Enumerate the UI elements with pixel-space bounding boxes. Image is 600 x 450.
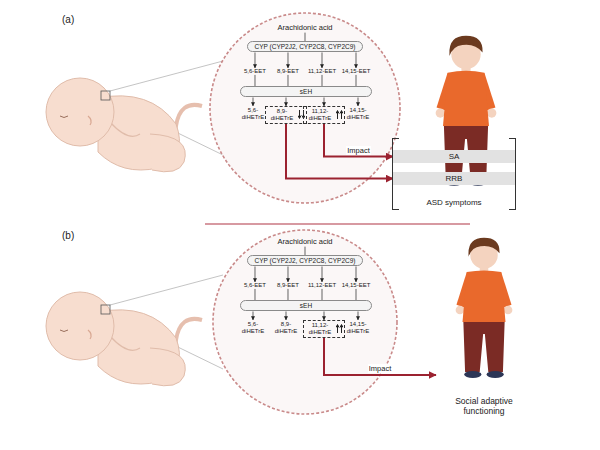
pathway-connector	[254, 75, 255, 86]
zoom-square	[101, 305, 110, 314]
pathway-connector	[287, 52, 288, 68]
edge-label: Impact	[368, 364, 393, 373]
node-text: 8,9-EET	[277, 68, 299, 75]
pathway-connector	[287, 75, 288, 86]
pathway-connector	[305, 247, 306, 255]
zoom-circle	[210, 13, 400, 203]
impact-arrow	[286, 124, 393, 179]
node-text: sEH	[241, 88, 371, 95]
node-text: 5,6-EET	[244, 68, 266, 75]
impact-arrow	[324, 338, 436, 375]
pathway-connector	[254, 289, 255, 300]
symptom-band: RRB	[393, 172, 515, 185]
node-text: 11,12-diHETrE	[305, 322, 335, 336]
node-text: CYP (CYP2J2, CYP2C8, CYP2C9)	[254, 257, 355, 264]
fetus-figure	[46, 78, 202, 172]
node-text: 8,9-diHETrE	[271, 321, 301, 335]
pathway-connector	[287, 266, 288, 282]
enzyme-box: sEH	[240, 300, 372, 311]
node-text: Arachidonic acid	[277, 24, 332, 33]
pathway-connector	[254, 266, 255, 282]
pathway-connector	[305, 33, 306, 41]
trend-arrows	[336, 110, 343, 119]
substrate-label: Arachidonic acid	[276, 24, 333, 33]
metabolite-label: 14,15-diHETrE	[342, 320, 374, 336]
pathway-connector	[358, 97, 359, 106]
metabolite-label: 5,6-diHETrE	[237, 320, 269, 336]
enzyme-box: CYP (CYP2J2, CYP2C8, CYP2C9)	[247, 41, 362, 52]
zoom-circle	[213, 230, 397, 414]
pathway-connector	[322, 266, 323, 282]
zoom-square	[101, 91, 110, 100]
metabolite-label: 8,9-EET	[276, 68, 300, 75]
node-text: 14,15-EET	[342, 282, 371, 289]
outcome-label: Social adaptive functioning	[436, 250, 532, 420]
node-text: 14,15-diHETrE	[343, 321, 373, 335]
panel-letter: (a)	[62, 14, 74, 25]
metabolite-label: 5,6-EET	[243, 282, 267, 289]
node-text: SA	[393, 152, 515, 161]
metabolite-label: 5,6-EET	[243, 68, 267, 75]
metabolite-label: 11,12-EET	[307, 282, 337, 289]
panel-letter: (b)	[62, 230, 74, 241]
symptom-bracket: ASD symptoms SA RRB	[392, 138, 516, 210]
node-text: 11,12-diHETrE	[305, 108, 335, 122]
node-text: 5,6-diHETrE	[238, 107, 268, 121]
pathway-connector	[254, 52, 255, 68]
pathway-connector	[322, 52, 323, 68]
metabolite-label: 14,15-diHETrE	[342, 106, 374, 122]
pathway-connector	[322, 289, 323, 300]
pathway-connector	[356, 289, 357, 300]
pathway-connector	[253, 311, 254, 320]
node-text: 5,6-EET	[244, 282, 266, 289]
enzyme-box: sEH	[240, 86, 372, 97]
node-text: Arachidonic acid	[277, 238, 332, 247]
node-text: 5,6-diHETrE	[238, 321, 268, 335]
node-text: 8,9-EET	[277, 282, 299, 289]
fetus-figure	[46, 292, 202, 386]
node-text: 11,12-EET	[308, 282, 336, 289]
node-text: RRB	[393, 174, 515, 183]
pathway-connector	[253, 97, 254, 106]
pathway-connector	[324, 311, 325, 320]
pathway-connector	[324, 97, 325, 106]
pathway-connector	[287, 289, 288, 300]
highlighted-metabolite: 11,12-diHETrE	[303, 320, 345, 338]
node-text: 11,12-EET	[308, 68, 336, 75]
node-text: Social adaptive functioning	[442, 397, 526, 417]
metabolite-label: 14,15-EET	[341, 68, 372, 75]
zoom-line	[110, 275, 223, 305]
panel-divider	[205, 223, 470, 224]
pathway-connector	[356, 266, 357, 282]
node-text: CYP (CYP2J2, CYP2C8, CYP2C9)	[254, 43, 355, 50]
node-text: sEH	[241, 302, 371, 309]
enzyme-box: CYP (CYP2J2, CYP2C8, CYP2C9)	[247, 255, 362, 266]
pathway-connector	[322, 75, 323, 86]
node-text: 8,9-diHETrE	[267, 108, 297, 122]
zoom-line	[110, 61, 223, 91]
pathway-connector	[286, 97, 287, 106]
child-figure	[456, 238, 513, 378]
impact-arrow	[324, 124, 393, 157]
pathway-connector	[356, 52, 357, 68]
highlighted-metabolite: 11,12-diHETrE	[303, 106, 345, 124]
trend-arrows	[336, 324, 343, 333]
node-text: 14,15-EET	[342, 68, 371, 75]
node-text: ASD symptoms	[393, 198, 515, 207]
node-text: 14,15-diHETrE	[343, 107, 373, 121]
highlighted-metabolite: 8,9-diHETrE	[265, 106, 307, 124]
pathway-connector	[358, 311, 359, 320]
edge-label: Impact	[346, 146, 371, 155]
symptom-band: SA	[393, 150, 515, 163]
substrate-label: Arachidonic acid	[276, 238, 333, 247]
pathway-connector	[286, 311, 287, 320]
metabolite-label: 8,9-EET	[276, 282, 300, 289]
metabolite-label: 14,15-EET	[341, 282, 372, 289]
metabolite-label: 8,9-diHETrE	[270, 320, 302, 336]
pathway-connector	[356, 75, 357, 86]
metabolite-label: 11,12-EET	[307, 68, 337, 75]
